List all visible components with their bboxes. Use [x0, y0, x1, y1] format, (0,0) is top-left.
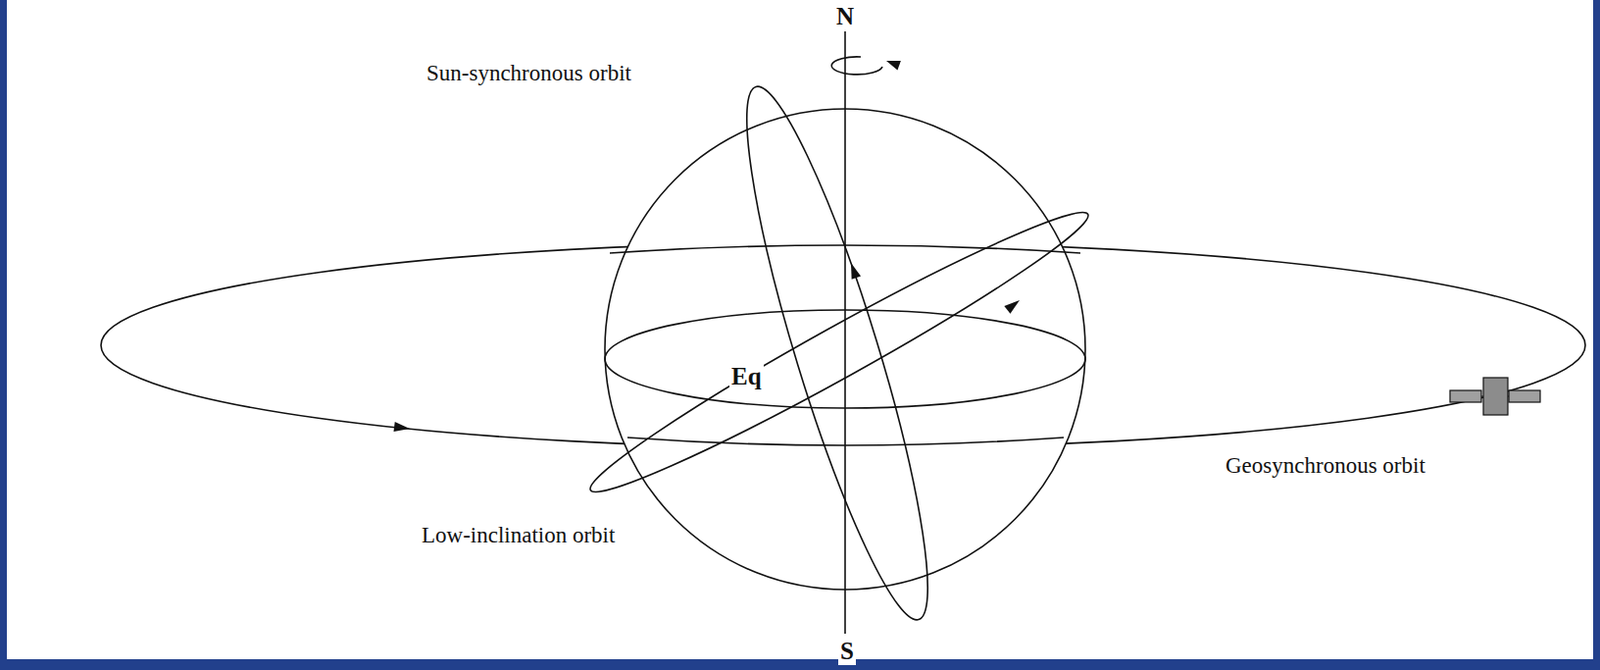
rotation-arrowhead [884, 55, 901, 70]
pole-label: N [834, 2, 856, 31]
orbit-label: Low-inclination orbit [419, 522, 617, 548]
sun-synchronous-arrowhead [846, 260, 861, 279]
panel-background [6, 0, 1594, 659]
rotation-arrow [831, 56, 883, 75]
pole-label: S [838, 637, 856, 665]
equator-label: Eq [729, 362, 764, 391]
geosynchronous-arrowhead [394, 421, 411, 434]
satellite [1450, 377, 1541, 415]
orbit-label: Sun-synchronous orbit [424, 60, 634, 86]
low-inclination-orbit [578, 192, 1100, 513]
polar-axis [844, 31, 847, 634]
sun-synchronous-orbit [716, 74, 958, 632]
low-inclination-arrowhead [1003, 296, 1023, 314]
orbit-label: Geosynchronous orbit [1223, 452, 1428, 478]
